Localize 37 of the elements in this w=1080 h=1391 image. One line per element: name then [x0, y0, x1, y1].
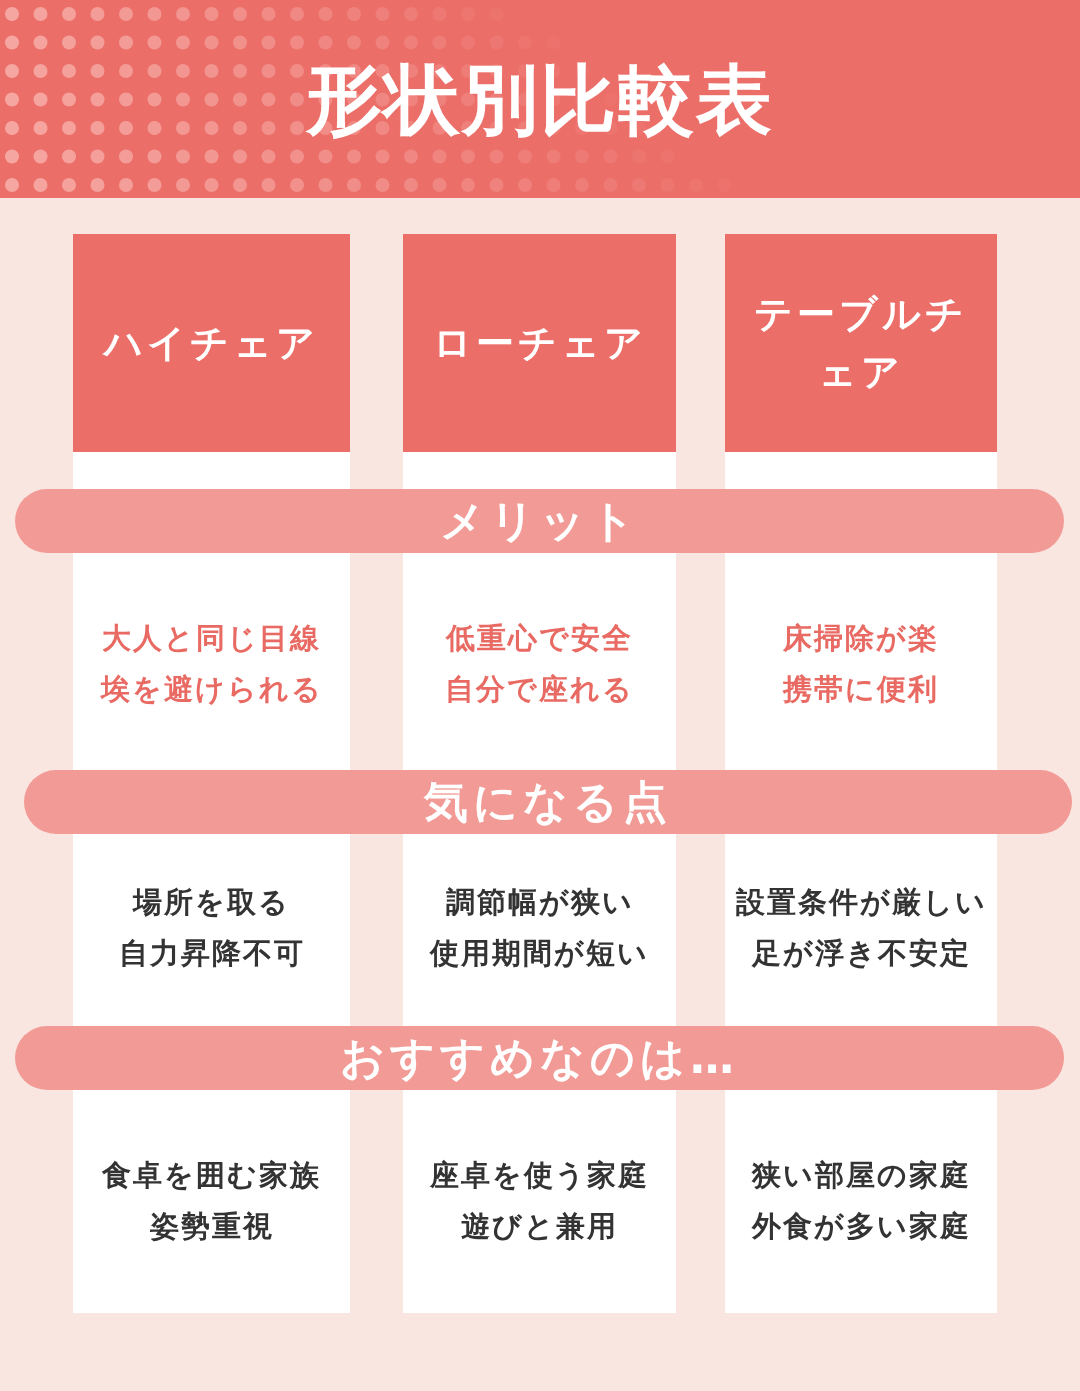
table-cell: [403, 1090, 676, 1313]
table-cell: [73, 1090, 350, 1313]
column-header: [725, 234, 997, 452]
band-text: 気になる点: [424, 774, 672, 829]
header-text: テーブルチェア: [753, 291, 969, 396]
cell-text: 使用期間が短い: [430, 935, 649, 972]
cell-text: 狭い部屋の家庭: [751, 1157, 971, 1194]
title: 形状別比較表: [306, 55, 774, 144]
column-header: [73, 234, 350, 452]
band-text: おすすめなのは…: [340, 1030, 739, 1085]
header-text: ローチェア: [432, 320, 647, 367]
cell-text: 座卓を使う家庭: [430, 1157, 649, 1194]
cell-text: 低重心で安全: [446, 620, 633, 657]
table-cell: [73, 553, 350, 770]
cell-text: 足が浮き不安定: [751, 935, 971, 972]
table-cell: [403, 834, 676, 1026]
cell-text: 埃を避けられる: [100, 671, 323, 708]
cell-text: 遊びと兼用: [461, 1208, 618, 1245]
cell-text: 自力昇降不可: [118, 935, 305, 972]
cell-text: 大人と同じ目線: [102, 620, 321, 657]
table-cell: [725, 1090, 997, 1313]
cell-text: 場所を取る: [133, 884, 290, 921]
table-cell: [725, 834, 997, 1026]
table-cell: [725, 553, 997, 770]
cell-text: 食卓を囲む家族: [102, 1157, 321, 1194]
table-cell: [73, 834, 350, 1026]
column-header: [403, 234, 676, 452]
band-text: メリット: [439, 493, 640, 548]
cell-text: 調節幅が狭い: [445, 884, 634, 921]
cell-text: 床掃除が楽: [783, 620, 939, 657]
cell-text: 外食が多い家庭: [751, 1208, 971, 1245]
cell-text: 携帯に便利: [783, 671, 939, 708]
cell-text: 自分で座れる: [445, 671, 634, 708]
cell-text: 姿勢重視: [149, 1208, 274, 1245]
cell-text: 設置条件が厳しい: [735, 884, 987, 921]
header-text: ハイチェア: [104, 320, 319, 367]
table-cell: [403, 553, 676, 770]
